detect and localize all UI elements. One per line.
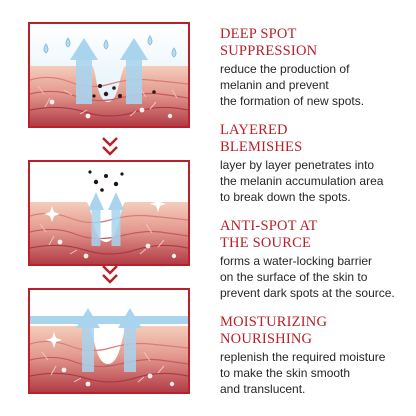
step-description-line: melanin and prevent xyxy=(220,77,329,92)
step-description-line: the melanin accumulation area xyxy=(220,173,384,188)
step-description: forms a water-locking barrier on the sur… xyxy=(220,254,410,301)
step-description: replenish the required moisture to make … xyxy=(220,350,410,397)
step-description: reduce the production of melanin and pre… xyxy=(220,62,410,109)
step-title: MOISTURIZING NOURISHING xyxy=(220,314,410,348)
skin-illustration-deep-spot xyxy=(28,22,190,128)
step-description-line: reduce the production of xyxy=(220,62,350,76)
step-description-line: to break down the spots. xyxy=(220,189,351,204)
step-title-line: ANTI-SPOT AT xyxy=(220,218,318,234)
step-description-line: replenish the required moisture xyxy=(220,350,386,364)
step-deep-spot-suppression: DEEP SPOT SUPPRESSION reduce the product… xyxy=(220,26,410,109)
step-description-line: the formation of new spots. xyxy=(220,93,365,108)
step-description: layer by layer penetrates into the melan… xyxy=(220,158,410,205)
double-chevron-down-icon xyxy=(101,136,119,158)
step-title-line: THE SOURCE xyxy=(220,235,312,251)
step-title-line: SUPPRESSION xyxy=(220,43,318,59)
dark-spot-icon xyxy=(88,170,124,192)
step-description-line: on the surface of the skin to xyxy=(220,269,368,284)
step-title: ANTI-SPOT AT THE SOURCE xyxy=(220,218,410,252)
sparkle-icon xyxy=(44,196,166,222)
skin-illustration-moisturizing xyxy=(28,288,190,394)
step-layered-blemishes: LAYERED BLEMISHES layer by layer penetra… xyxy=(220,122,410,205)
skin-illustration-layered-blemishes xyxy=(28,160,190,266)
step-title: DEEP SPOT SUPPRESSION xyxy=(220,26,410,60)
sparkle-icon xyxy=(46,332,62,348)
step-description-line: and translucent. xyxy=(220,381,306,396)
step-title-line: MOISTURIZING xyxy=(220,314,328,330)
double-chevron-down-icon xyxy=(101,264,119,286)
step-title-line: DEEP SPOT xyxy=(220,26,297,42)
step-description-line: forms a water-locking barrier xyxy=(220,254,373,268)
step-description-line: prevent dark spots at the source. xyxy=(220,285,395,300)
step-title-line: LAYERED xyxy=(220,122,288,138)
step-description-line: layer by layer penetrates into xyxy=(220,158,375,172)
step-anti-spot-at-the-source: ANTI-SPOT AT THE SOURCE forms a water-lo… xyxy=(220,218,410,301)
step-moisturizing-nourishing: MOISTURIZING NOURISHING replenish the re… xyxy=(220,314,410,397)
step-description-line: to make the skin smooth xyxy=(220,365,351,380)
step-title-line: BLEMISHES xyxy=(220,139,303,155)
step-title: LAYERED BLEMISHES xyxy=(220,122,410,156)
water-droplet-icon xyxy=(43,35,177,58)
dark-spot-icon xyxy=(92,84,156,98)
step-title-line: NOURISHING xyxy=(220,331,313,347)
